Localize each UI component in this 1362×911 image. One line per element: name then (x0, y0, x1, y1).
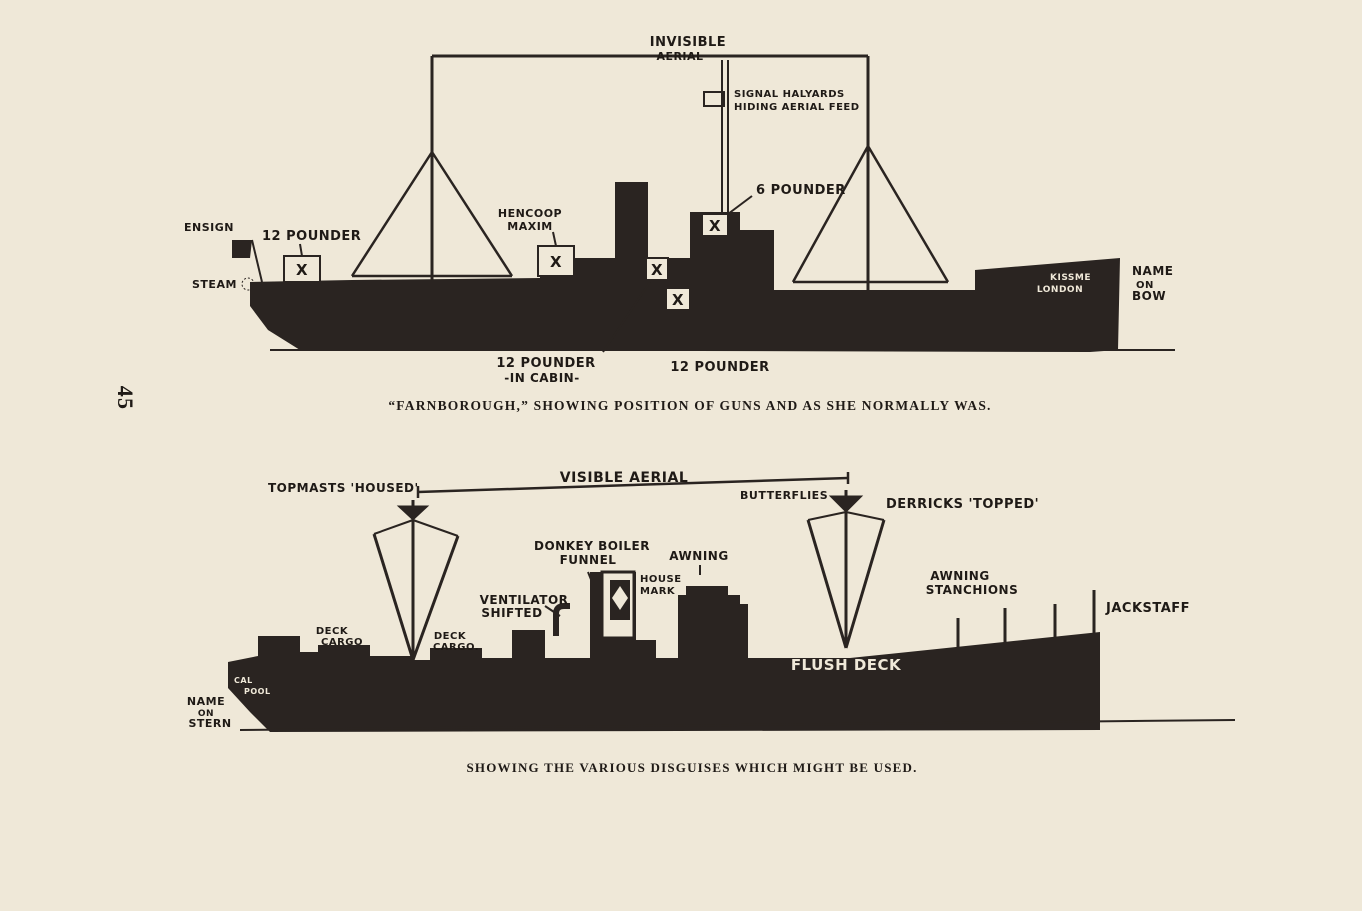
stern-name-label-2: POOL (244, 687, 271, 696)
aft-derrick-left (373, 519, 414, 535)
farnborough-disguised-ship (372, 472, 1096, 661)
name-on-stern-label-1: NAME (187, 695, 225, 708)
cabin-gun-label-1: 12 POUNDER (496, 356, 595, 371)
derricks-topped-label: DERRICKS 'TOPPED' (886, 497, 1039, 512)
farnborough-normal-ship (350, 54, 950, 290)
gun-mark-low: X (672, 291, 684, 309)
aft-derrick-right (412, 519, 459, 537)
hencoop-label-2: MAXIM (507, 220, 552, 233)
deck-cargo-mid-label-1: DECK (434, 631, 467, 642)
name-on-bow-label-1: NAME (1132, 264, 1173, 278)
gun-mark-aft: X (296, 261, 308, 279)
top-hull (250, 182, 1120, 352)
bottom-waterline (239, 719, 1236, 731)
gun-mark-bridge: X (709, 217, 721, 235)
gun-mark-hencoop: X (550, 253, 562, 271)
bottom-hull (228, 572, 1100, 732)
ensign-label: ENSIGN (184, 221, 234, 234)
flush-deck-label: FLUSH DECK (791, 656, 902, 674)
topmasts-housed-label: TOPMASTS 'HOUSED' (268, 481, 419, 495)
signal-flag (703, 91, 725, 107)
ventilator (553, 603, 570, 636)
gun-mark-cabin: X (651, 261, 663, 279)
stern-name-label-1: CAL (234, 676, 253, 685)
deck-cargo-mid-label-2: CARGO. (433, 642, 479, 653)
signal-halyards-label-1: SIGNAL HALYARDS (734, 89, 845, 100)
fore-derrick-left (807, 511, 847, 521)
gun-box-hencoop (537, 245, 575, 277)
twelve-pounder-mid-label: 12 POUNDER (670, 360, 769, 375)
awning-label: AWNING (669, 549, 728, 563)
top-caption: “FARNBOROUGH,” SHOWING POSITION OF GUNS … (388, 398, 991, 413)
top-pointer-arrows (299, 195, 753, 353)
gun-box-cabin (645, 257, 669, 281)
page-number: 45 (113, 386, 138, 410)
hencoop-label-1: HENCOOP (498, 207, 562, 220)
house-mark (612, 586, 628, 610)
awning-stanchions-label-1: AWNING (930, 569, 989, 583)
six-pounder-label: 6 POUNDER (756, 183, 846, 198)
ensign-flag (232, 240, 252, 258)
fore-rigging (791, 143, 950, 283)
name-on-bow-label-3: BOW (1132, 289, 1166, 303)
ventilator-label-1: VENTILATOR (480, 593, 569, 607)
steam-label: STEAM (192, 278, 237, 291)
name-on-bow-label-2: ON (1136, 280, 1154, 291)
invisible-aerial-label-1: INVISIBLE (650, 35, 726, 50)
awning-stanchions-label-2: STANCHIONS (926, 583, 1018, 597)
name-on-stern-label-2: ON (198, 709, 214, 719)
deck-cargo-aft-label-2: CARGO (321, 637, 363, 648)
aft-rigging (350, 149, 514, 277)
butterflies-label: BUTTERFLIES (740, 489, 828, 502)
hull-name-label-1: KISSME (1050, 273, 1091, 283)
visible-aerial-label: VISIBLE AERIAL (560, 470, 689, 486)
steam-puff (241, 277, 255, 291)
twelve-pounder-aft-label: 12 POUNDER (262, 229, 361, 244)
house-mark-label-2: MARK (640, 586, 676, 597)
donkey-boiler-label-1: DONKEY BOILER (534, 539, 650, 553)
deck-cargo-aft-label-1: DECK (316, 626, 349, 637)
house-mark-label-1: HOUSE (640, 574, 682, 585)
gun-box-low (665, 287, 691, 311)
gun-box-bridge (701, 213, 729, 237)
donkey-boiler-label-2: FUNNEL (560, 553, 617, 567)
signal-halyards-label-2: HIDING AERIAL FEED (734, 102, 860, 113)
name-on-stern-label-3: STERN (188, 717, 231, 730)
visible-aerial-line (417, 476, 849, 494)
invisible-aerial-label-2: AERIAL (656, 50, 703, 63)
ventilator-label-2: SHIFTED (481, 606, 542, 620)
jackstaff-label: JACKSTAFF (1105, 601, 1190, 616)
fore-derrick-right (845, 511, 885, 521)
bottom-caption: SHOWING THE VARIOUS DISGUISES WHICH MIGH… (466, 760, 917, 775)
hull-name-label-2: LONDON (1037, 285, 1083, 295)
cabin-gun-label-2: -IN CABIN- (504, 371, 579, 385)
